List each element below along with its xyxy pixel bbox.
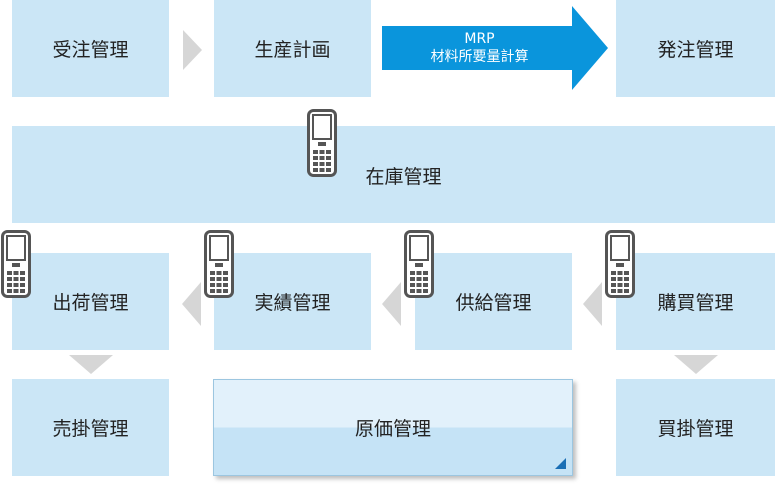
box-zaiko-kanri: 在庫管理 <box>12 126 775 223</box>
mrp-subtitle: 材料所要量計算 <box>430 49 529 65</box>
box-hatchu-kanri: 発注管理 <box>616 0 775 97</box>
box-seisan-keikaku: 生産計画 <box>214 0 371 97</box>
box-genka-kanri-label: 原価管理 <box>354 418 431 440</box>
arrow-left-jisseki-shukka <box>182 282 201 326</box>
box-jisseki-kanri: 実績管理 <box>214 253 371 350</box>
box-urikake-kanri-label: 売掛管理 <box>52 418 129 440</box>
arrow-right-juchu-seisan <box>183 30 202 70</box>
mrp-text: MRP 材料所要量計算 <box>382 4 577 92</box>
box-urikake-kanri: 売掛管理 <box>12 379 169 476</box>
box-shukka-kanri-label: 出荷管理 <box>52 292 129 314</box>
arrow-down-kobai-kaikake <box>674 355 718 374</box>
box-shukka-kanri: 出荷管理 <box>12 253 169 350</box>
handheld-terminal-icon <box>307 109 337 177</box>
arrow-left-kyokyu-jisseki <box>382 282 401 326</box>
handheld-terminal-icon <box>204 230 234 298</box>
mrp-title: MRP <box>464 31 495 47</box>
box-zaiko-kanri-label: 在庫管理 <box>365 166 442 188</box>
mrp-arrow: MRP 材料所要量計算 <box>382 4 610 92</box>
box-jisseki-kanri-label: 実績管理 <box>254 292 331 314</box>
box-hatchu-kanri-label: 発注管理 <box>657 39 734 61</box>
box-genka-kanri: 原価管理 <box>213 379 573 476</box>
handheld-terminal-icon <box>1 230 31 298</box>
box-juchu-kanri: 受注管理 <box>12 0 169 97</box>
box-seisan-keikaku-label: 生産計画 <box>254 39 331 61</box>
arrow-down-shukka-urikake <box>69 355 113 374</box>
corner-triangle-icon <box>555 458 566 469</box>
mrp-arrow-shape <box>382 6 608 90</box>
arrow-left-kobai-kyokyu <box>583 282 602 326</box>
box-kobai-kanri-label: 購買管理 <box>657 292 734 314</box>
box-kaikake-kanri-label: 買掛管理 <box>657 418 734 440</box>
box-kobai-kanri: 購買管理 <box>616 253 775 350</box>
box-kaikake-kanri: 買掛管理 <box>616 379 775 476</box>
box-juchu-kanri-label: 受注管理 <box>52 39 129 61</box>
box-kyokyu-kanri-label: 供給管理 <box>455 292 532 314</box>
handheld-terminal-icon <box>605 230 635 298</box>
box-kyokyu-kanri: 供給管理 <box>415 253 572 350</box>
handheld-terminal-icon <box>404 230 434 298</box>
